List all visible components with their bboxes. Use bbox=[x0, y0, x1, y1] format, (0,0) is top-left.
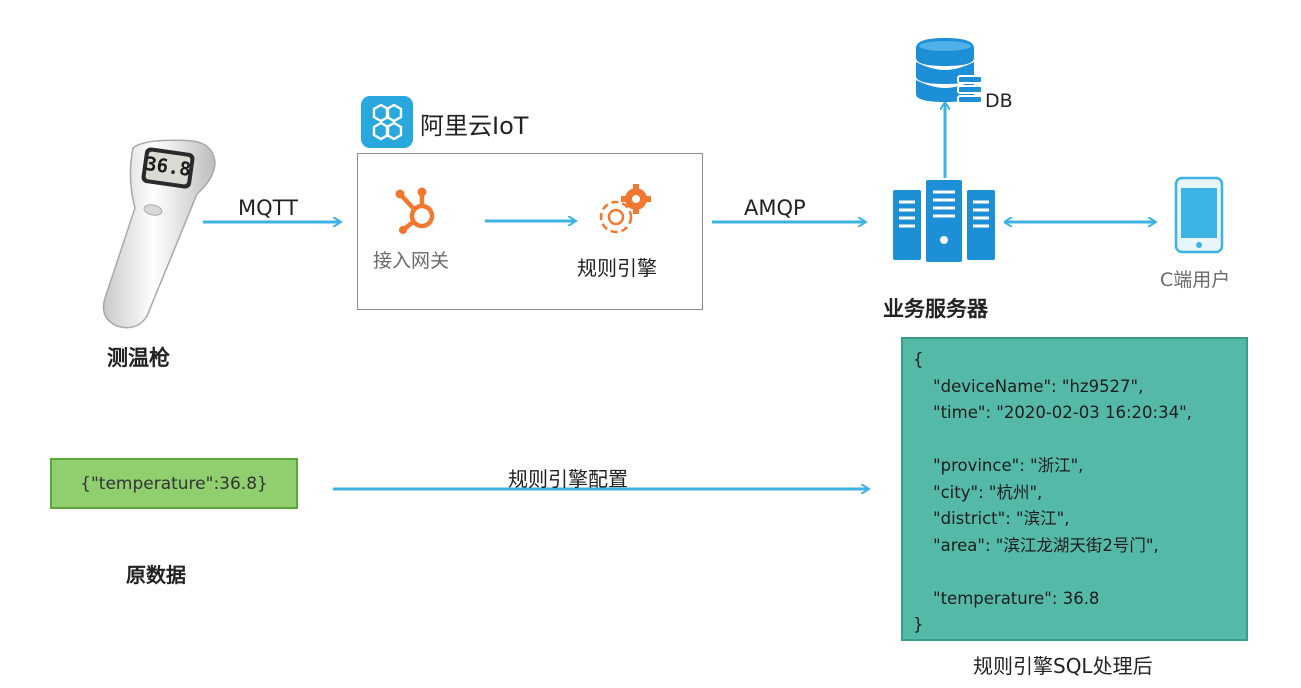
iot-platform-box bbox=[357, 153, 703, 310]
rule-config-label: 规则引擎配置 bbox=[508, 467, 628, 491]
aliyun-iot-logo-icon bbox=[361, 96, 413, 148]
json-line: "deviceName": "hz9527", bbox=[933, 376, 1144, 396]
amqp-label: AMQP bbox=[744, 196, 806, 220]
server-label: 业务服务器 bbox=[883, 297, 988, 321]
raw-data-label: 原数据 bbox=[126, 563, 186, 587]
json-line: "temperature": 36.8 bbox=[933, 588, 1100, 608]
json-line: "time": "2020-02-03 16:20:34", bbox=[933, 403, 1192, 422]
json-line: "area": "滨江龙湖天街2号门", bbox=[933, 535, 1159, 555]
thermometer-icon bbox=[102, 139, 216, 329]
json-line bbox=[913, 559, 1236, 586]
mqtt-label: MQTT bbox=[238, 196, 298, 220]
processed-label: 规则引擎SQL处理后 bbox=[973, 654, 1153, 678]
thermometer: 36.8 bbox=[85, 138, 220, 337]
db-label: DB bbox=[985, 90, 1013, 112]
rule-engine-label: 规则引擎 bbox=[577, 256, 657, 280]
hub-icon bbox=[395, 187, 435, 234]
client-label: C端用户 bbox=[1160, 269, 1231, 291]
json-line: "district": "滨江", bbox=[933, 509, 1070, 528]
gateway-label: 接入网关 bbox=[373, 250, 450, 272]
phone-icon bbox=[1174, 176, 1224, 254]
processed-json-box: { "deviceName": "hz9527", "time": "2020-… bbox=[901, 337, 1248, 641]
server-icon bbox=[893, 180, 995, 262]
json-line: "province": "浙江", bbox=[933, 456, 1084, 475]
database-icon bbox=[916, 38, 983, 104]
raw-data-box: {"temperature":36.8} bbox=[50, 458, 298, 509]
json-line bbox=[913, 427, 1236, 454]
gear-icon bbox=[599, 184, 651, 234]
raw-data-value: {"temperature":36.8} bbox=[80, 473, 268, 494]
json-open-brace: { bbox=[913, 350, 924, 369]
thermometer-label: 测温枪 bbox=[107, 346, 170, 370]
json-close-brace: } bbox=[913, 615, 924, 634]
aliyun-iot-title: 阿里云IoT bbox=[420, 112, 529, 140]
json-line: "city": "杭州", bbox=[933, 482, 1043, 502]
